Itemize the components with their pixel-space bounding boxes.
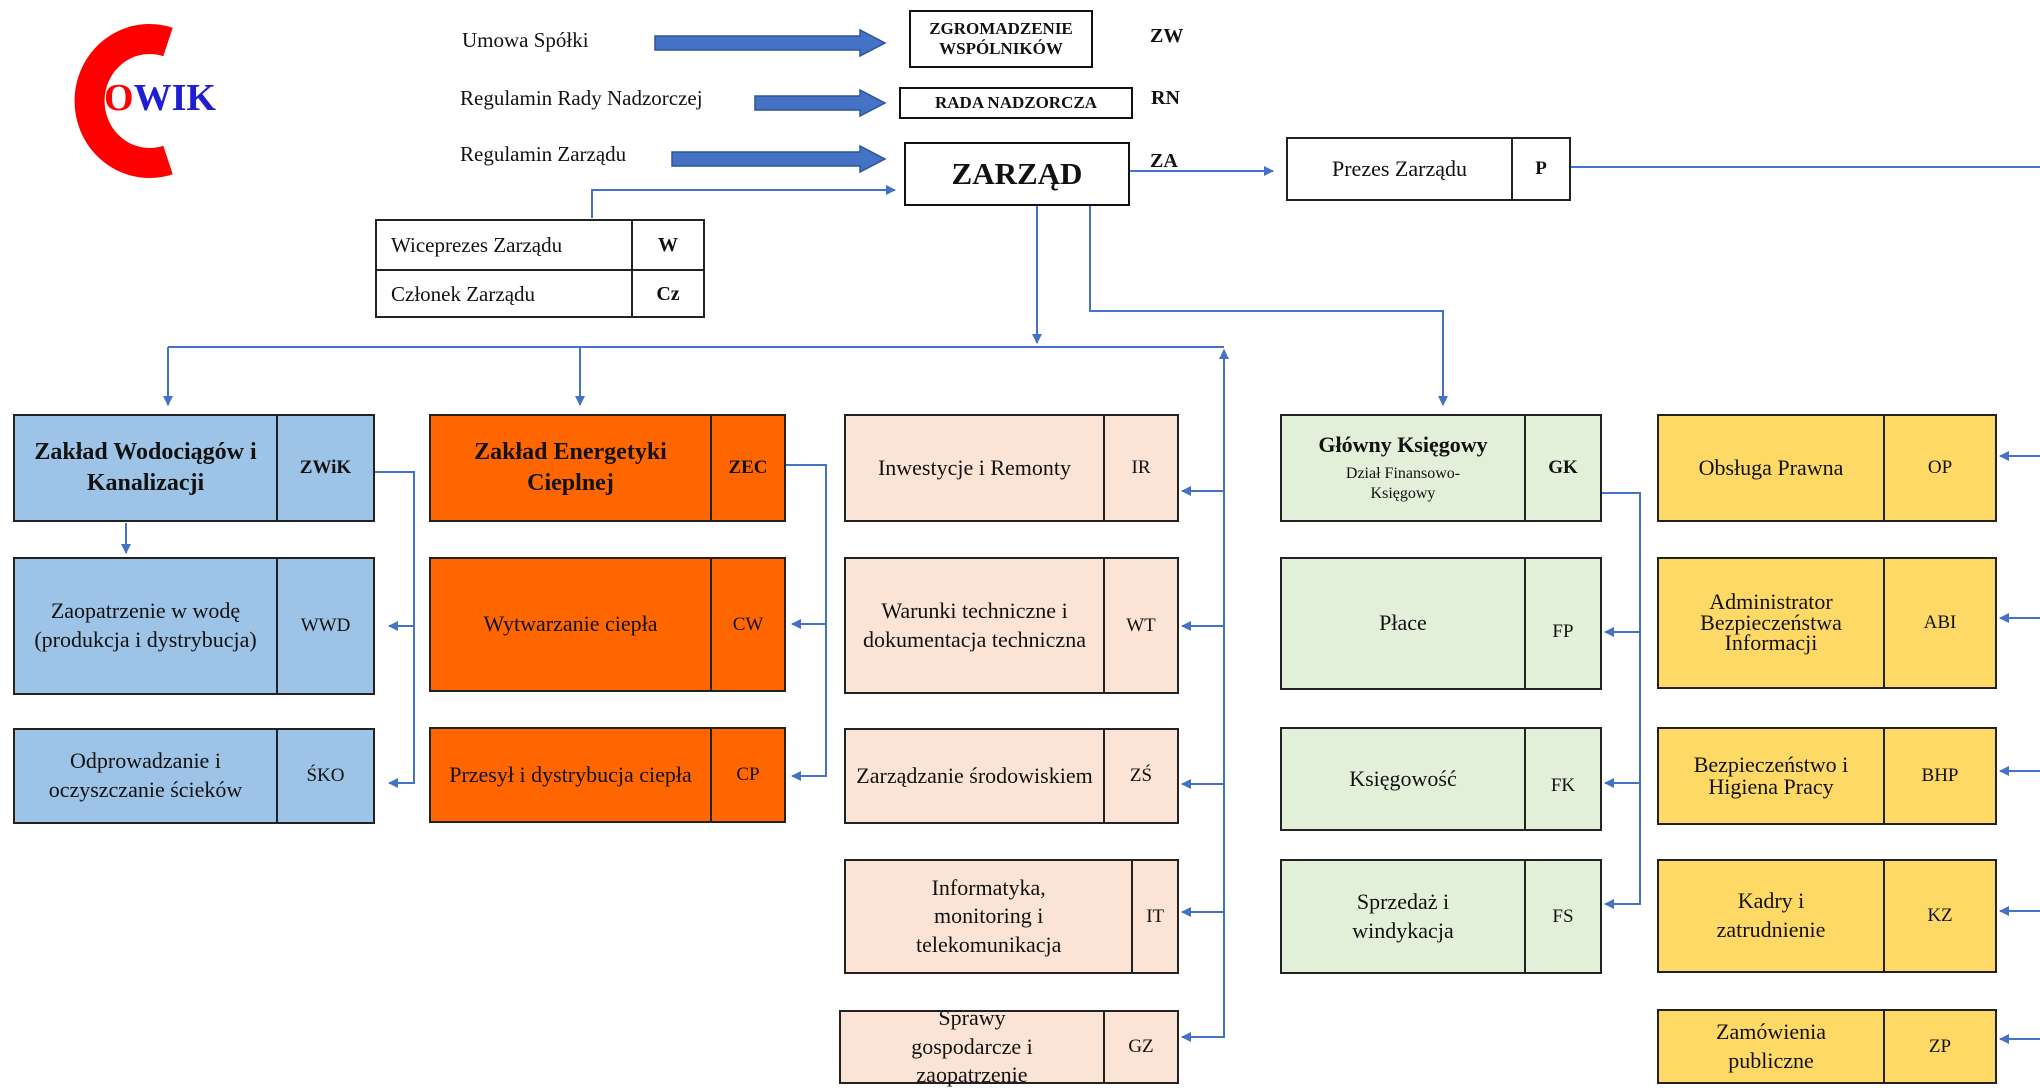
fs-code: FS (1524, 861, 1600, 972)
wwd-label: Zaopatrzenie w wodę (produkcja i dystryb… (34, 598, 257, 652)
cp-label: Przesył i dystrybucja ciepła (449, 761, 692, 787)
kz-box: Kadry i zatrudnienie KZ (1657, 859, 1997, 973)
wt-box: Warunki techniczne i dokumentacja techni… (844, 557, 1179, 694)
abi-code: ABI (1883, 559, 1995, 687)
zec-box: Zakład Energetyki Cieplnej ZEC (429, 414, 786, 522)
prezes-label: Prezes Zarządu (1332, 155, 1467, 181)
wwd-box: Zaopatrzenie w wodę (produkcja i dystryb… (13, 557, 375, 695)
wiceprezes-code: W (631, 221, 703, 269)
zs-code: ZŚ (1103, 730, 1177, 822)
board-members-table: Wiceprezes Zarządu W Członek Zarządu Cz (375, 219, 705, 318)
op-code: OP (1883, 416, 1995, 520)
zs-box: Zarządzanie środowiskiem ZŚ (844, 728, 1179, 824)
wt-label: Warunki techniczne i dokumentacja techni… (863, 597, 1086, 652)
zw-code: ZW (1150, 25, 1184, 47)
logo: OWIK (104, 76, 216, 120)
doc-regulamin-zarzadu: Regulamin Zarządu (460, 142, 627, 166)
cw-code: CW (710, 559, 784, 690)
fs-label: Sprzedaż i windykacja (1352, 888, 1454, 943)
sko-code: ŚKO (276, 730, 373, 822)
it-code: IT (1131, 861, 1177, 972)
bhp-code: BHP (1883, 729, 1995, 823)
kz-code: KZ (1883, 861, 1995, 971)
kz-label: Kadry i zatrudnienie (1716, 888, 1826, 942)
zs-label: Zarządzanie środowiskiem (856, 763, 1093, 789)
zwik-label: Zakład Wodociągów i Kanalizacji (34, 438, 257, 496)
gk-box: Główny Księgowy Dział Finansowo-Księgowy… (1280, 414, 1602, 522)
zp-label: Zamówienia publiczne (1716, 1018, 1826, 1073)
wwd-code: WWD (276, 559, 373, 693)
governance-arrows (654, 28, 887, 174)
board-member-row: Członek Zarządu Cz (377, 271, 703, 318)
zec-label: Zakład Energetyki Cieplnej (474, 438, 667, 496)
fs-box: Sprzedaż i windykacja FS (1280, 859, 1602, 974)
fk-box: Księgowość FK (1280, 727, 1602, 831)
zgromadzenie-wspolnikow-box: ZGROMADZENIE WSPÓLNIKÓW (909, 10, 1093, 68)
sko-box: Odprowadzanie i oczyszczanie ścieków ŚKO (13, 728, 375, 824)
abi-box: Administrator Bezpieczeństwa Informacji … (1657, 557, 1997, 689)
sko-label: Odprowadzanie i oczyszczanie ścieków (48, 748, 243, 802)
zwik-code: ZWiK (276, 416, 373, 520)
gk-code: GK (1524, 416, 1600, 520)
czlonek-code: Cz (631, 271, 703, 318)
bhp-label: Bezpieczeństwo i Higiena Pracy (1693, 752, 1849, 799)
bhp-box: Bezpieczeństwo i Higiena Pracy BHP (1657, 727, 1997, 825)
wiceprezes-label: Wiceprezes Zarządu (391, 232, 563, 257)
fp-label: Płace (1379, 610, 1427, 636)
fk-label: Księgowość (1349, 765, 1457, 791)
ir-label: Inwestycje i Remonty (877, 454, 1072, 480)
cp-code: CP (710, 729, 784, 821)
logo-wik: WIK (133, 77, 216, 119)
it-label: Informatyka, monitoring i telekomunikacj… (916, 874, 1062, 957)
rada-nadzorcza-box: RADA NADZORCZA (899, 87, 1133, 119)
ir-box: Inwestycje i Remonty IR (844, 414, 1179, 522)
gz-box: Sprawy gospodarcze i zaopatrzenie GZ (839, 1005, 1179, 1088)
fp-code: FP (1524, 559, 1600, 688)
board-member-row: Wiceprezes Zarządu W (377, 221, 703, 271)
gk-sublabel: Dział Finansowo-Księgowy (1345, 464, 1461, 503)
gz-label: Sprawy gospodarcze i zaopatrzenie (911, 1005, 1033, 1088)
cw-label: Wytwarzanie ciepła (483, 611, 658, 637)
it-box: Informatyka, monitoring i telekomunikacj… (844, 859, 1179, 974)
cp-box: Przesył i dystrybucja ciepła CP (429, 727, 786, 823)
za-code: ZA (1150, 150, 1178, 172)
rn-code: RN (1151, 87, 1180, 109)
doc-umowa-spolki: Umowa Spółki (462, 28, 589, 52)
cw-box: Wytwarzanie ciepła CW (429, 557, 786, 692)
gk-label: Główny Księgowy (1318, 431, 1488, 457)
op-box: Obsługa Prawna OP (1657, 414, 1997, 522)
gz-code: GZ (1103, 1012, 1177, 1082)
abi-label: Administrator Bezpieczeństwa Informacji (1700, 588, 1842, 656)
op-label: Obsługa Prawna (1698, 454, 1844, 480)
wt-code: WT (1103, 559, 1177, 692)
prezes-code: P (1511, 139, 1569, 199)
zec-code: ZEC (710, 416, 784, 520)
ir-code: IR (1103, 416, 1177, 520)
zwik-box: Zakład Wodociągów i Kanalizacji ZWiK (13, 414, 375, 522)
fk-code: FK (1524, 729, 1600, 829)
doc-regulamin-rady: Regulamin Rady Nadzorczej (460, 86, 703, 110)
czlonek-label: Członek Zarządu (391, 282, 536, 306)
fp-box: Płace FP (1280, 557, 1602, 690)
logo-mark (74, 24, 173, 178)
logo-o: O (104, 77, 134, 119)
zp-box: Zamówienia publiczne ZP (1657, 1009, 1997, 1084)
gk-main: Główny Księgowy Dział Finansowo-Księgowy (1282, 416, 1524, 520)
zarzad-box: ZARZĄD (904, 142, 1130, 206)
prezes-zarzadu-box: Prezes Zarządu P (1286, 137, 1571, 201)
zp-code: ZP (1883, 1011, 1995, 1082)
